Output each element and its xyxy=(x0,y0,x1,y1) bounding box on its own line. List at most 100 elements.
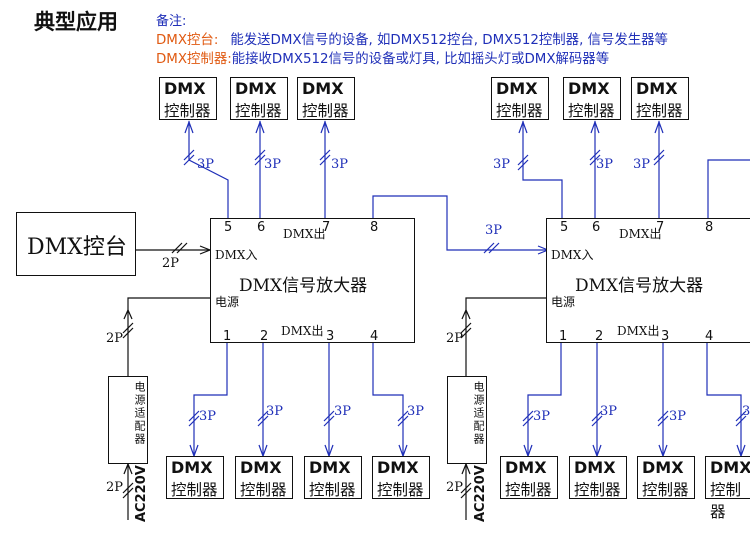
controller-line1: DMX xyxy=(710,458,750,477)
cable-label-3p: 3P xyxy=(669,409,687,424)
pin-label: 5 xyxy=(560,220,569,235)
pin-label: 6 xyxy=(257,220,266,235)
psu-label: 电源适配器 xyxy=(472,381,485,446)
notes-heading: 备注: xyxy=(156,14,187,29)
amp-output-label-top: DMX出 xyxy=(619,227,662,241)
power-adapter-1: 电源适配器 xyxy=(108,376,148,464)
controller-line2: 控制器 xyxy=(302,102,349,120)
controller-line2: 控制器 xyxy=(642,481,689,499)
controller-line1: DMX xyxy=(568,79,610,98)
amp-output-label-bottom: DMX出 xyxy=(617,324,660,338)
controller-line1: DMX xyxy=(636,79,678,98)
cable-label-3p: 3P xyxy=(197,157,215,172)
wire-amp-link xyxy=(372,195,548,251)
note-console: DMX控台: 能发送DMX信号的设备, 如DMX512控台, DMX512控制器,… xyxy=(156,28,668,48)
wire-power-left xyxy=(127,297,210,376)
pin-label: 3 xyxy=(661,329,670,344)
power-adapter-2: 电源适配器 xyxy=(447,376,487,464)
pin-label: 2 xyxy=(595,329,604,344)
console-label: DMX控台 xyxy=(27,235,127,260)
controller-line1: DMX xyxy=(574,458,616,477)
controller-line1: DMX xyxy=(164,79,206,98)
dmx-amplifier-1: 5 6 7 8 DMX出 DMX入 DMX信号放大器 电源 DMX出 1 2 3… xyxy=(210,218,415,344)
dmx-controller-bottom-5: DMX 控制器 xyxy=(500,456,558,499)
wire-top-right-4 xyxy=(707,159,750,219)
controller-line2: 控制器 xyxy=(164,102,211,120)
dmx-controller-top-5: DMX 控制器 xyxy=(563,77,621,120)
amp-input-label: DMX入 xyxy=(215,248,258,262)
note-console-text: 能发送DMX信号的设备, 如DMX512控台, DMX512控制器, 信号发生器… xyxy=(230,33,668,48)
dmx-controller-bottom-7: DMX 控制器 xyxy=(637,456,695,499)
wire-bottom-right-4 xyxy=(706,342,742,456)
pin-label: 6 xyxy=(592,220,601,235)
controller-line1: DMX xyxy=(171,458,213,477)
amp-power-label: 电源 xyxy=(551,295,576,309)
amp-title: DMX信号放大器 xyxy=(575,276,704,296)
dmx-controller-top-2: DMX 控制器 xyxy=(230,77,288,120)
controller-line1: DMX xyxy=(642,458,684,477)
amp-output-label-bottom: DMX出 xyxy=(281,324,324,338)
amp-input-label: DMX入 xyxy=(551,248,594,262)
dmx-controller-top-6: DMX 控制器 xyxy=(631,77,689,120)
controller-line1: DMX xyxy=(302,79,344,98)
cable-label-3p: 3P xyxy=(264,157,282,172)
dmx-controller-bottom-4: DMX 控制器 xyxy=(372,456,430,499)
amp-title: DMX信号放大器 xyxy=(239,276,368,296)
controller-line1: DMX xyxy=(309,458,351,477)
cable-label-2p: 2P xyxy=(106,331,124,346)
dmx-controller-top-3: DMX 控制器 xyxy=(297,77,355,120)
pin-label: 8 xyxy=(705,220,714,235)
controller-line1: DMX xyxy=(505,458,547,477)
pin-label: 3 xyxy=(326,329,335,344)
controller-line2: 控制器 xyxy=(496,102,543,120)
ac-mains-label-2: AC220V xyxy=(473,465,488,522)
cable-label-2p: 2P xyxy=(162,256,180,271)
dmx-controller-bottom-2: DMX 控制器 xyxy=(235,456,293,499)
pin-label: 2 xyxy=(260,329,269,344)
note-controller-text: 能接收DMX512信号的设备或灯具, 比如摇头灯或DMX解码器等 xyxy=(231,52,610,67)
pin-label: 8 xyxy=(370,220,379,235)
cable-label-3p: 3P xyxy=(199,409,217,424)
pin-label: 4 xyxy=(370,329,379,344)
dmx-amplifier-2: 5 6 7 8 DMX出 DMX入 DMX信号放大器 电源 DMX出 1 2 3… xyxy=(546,218,750,344)
amp-output-label-top: DMX出 xyxy=(283,227,326,241)
pin-label: 4 xyxy=(705,329,714,344)
amp-power-label: 电源 xyxy=(215,295,240,309)
cable-label-3p: 3P xyxy=(596,157,614,172)
ac-mains-label-1: AC220V xyxy=(134,465,149,522)
dmx-controller-bottom-8: DMX 控制器 xyxy=(705,456,750,521)
dmx-controller-top-4: DMX 控制器 xyxy=(491,77,549,120)
wire-top-left-1 xyxy=(188,121,229,219)
cable-label-3p: 3P xyxy=(407,404,425,419)
pin-label: 1 xyxy=(223,329,232,344)
note-console-term: DMX控台: xyxy=(156,33,219,48)
controller-line2: 控制器 xyxy=(235,102,282,120)
wire-power-right xyxy=(465,297,546,376)
note-controller: DMX控制器:能接收DMX512信号的设备或灯具, 比如摇头灯或DMX解码器等 xyxy=(156,47,609,67)
cable-label-3p: 3P xyxy=(331,157,349,172)
cable-label-3p: 3P xyxy=(485,223,503,238)
controller-line2: 控制器 xyxy=(377,481,424,499)
dmx-console: DMX控台 xyxy=(16,212,136,276)
wire-bottom-right-1 xyxy=(527,342,562,456)
controller-line1: DMX xyxy=(496,79,538,98)
dmx-controller-bottom-6: DMX 控制器 xyxy=(569,456,627,499)
page-title: 典型应用 xyxy=(34,10,118,34)
controller-line2: 控制器 xyxy=(710,481,742,521)
cable-label-3p: 3P xyxy=(742,404,750,419)
controller-line2: 控制器 xyxy=(574,481,621,499)
dmx-controller-bottom-1: DMX 控制器 xyxy=(166,456,224,499)
controller-line1: DMX xyxy=(377,458,419,477)
pin-label: 7 xyxy=(656,220,665,235)
cable-label-3p: 3P xyxy=(533,409,551,424)
cable-label-3p: 3P xyxy=(633,157,651,172)
pin-label: 7 xyxy=(322,220,331,235)
controller-line2: 控制器 xyxy=(240,481,287,499)
dmx-controller-bottom-3: DMX 控制器 xyxy=(304,456,362,499)
cable-label-2p: 2P xyxy=(446,480,464,495)
controller-line2: 控制器 xyxy=(568,102,615,120)
wire-top-right-1 xyxy=(522,121,563,219)
controller-line2: 控制器 xyxy=(309,481,356,499)
